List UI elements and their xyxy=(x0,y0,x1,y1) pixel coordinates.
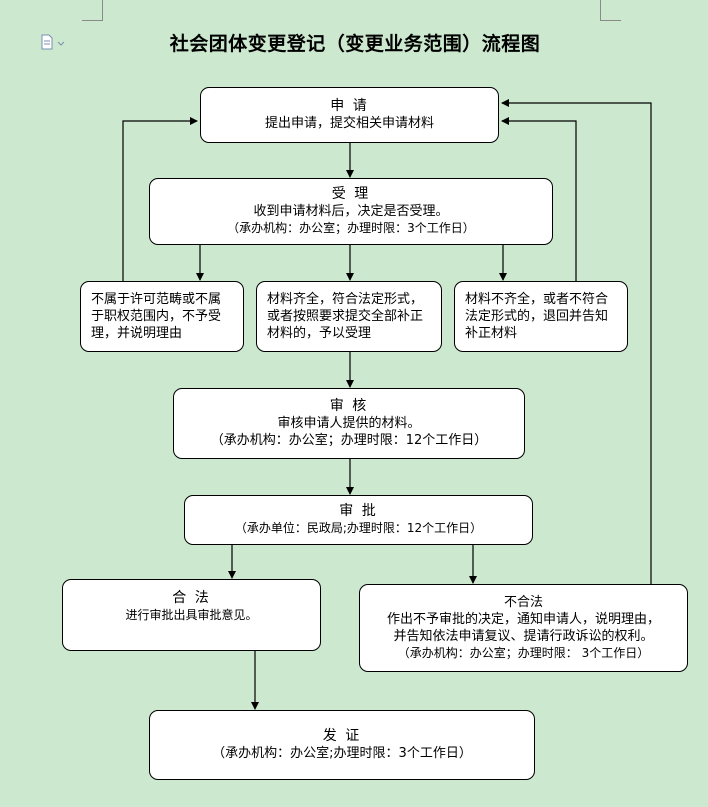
step-accept: 受 理 收到申请材料后，决定是否受理。 （承办机构：办公室；办理时限：3个工作日… xyxy=(149,178,553,245)
step-approve: 审 批 （承办单位：民政局;办理时限：12个工作日） xyxy=(184,495,533,545)
step-illegal: 不合法 作出不予审批的决定，通知申请人，说明理由， 并告知依法申请复议、提请行政… xyxy=(359,584,688,672)
page-corner-mark-left xyxy=(82,0,103,21)
step-legal-heading: 合 法 xyxy=(172,590,211,606)
step-review-heading: 审 核 xyxy=(329,398,369,414)
step-illegal-desc-1: 作出不予审批的决定，通知申请人，说明理由， xyxy=(386,612,660,627)
page-corner-mark-right xyxy=(600,0,621,21)
step-issue-heading: 发 证 xyxy=(322,728,362,744)
step-legal-desc: 进行审批出具审批意见。 xyxy=(125,608,258,622)
step-review: 审 核 审核申请人提供的材料。 （承办机构：办公室；办理时限：12个工作日） xyxy=(173,388,525,459)
arrow-incomplete-apply xyxy=(501,117,577,281)
step-review-desc: 审核申请人提供的材料。 xyxy=(277,416,421,431)
step-legal: 合 法 进行审批出具审批意见。 xyxy=(62,579,321,651)
step-illegal-note: （承办机构：办公室；办理时限： 3个工作日） xyxy=(397,646,650,660)
step-apply-desc: 提出申请，提交相关申请材料 xyxy=(264,116,434,131)
step-apply-heading: 申 请 xyxy=(330,98,369,114)
step-accept-note: （承办机构：办公室；办理时限：3个工作日） xyxy=(227,221,475,235)
branch-complete-text: 材料齐全，符合法定形式，或者按照要求提交全部补正材料的，予以受理 xyxy=(267,292,424,341)
arrow-illegal-apply xyxy=(501,99,652,584)
step-approve-note: （承办单位：民政局;办理时限：12个工作日） xyxy=(234,521,483,535)
step-issue-note: （承办机构：办公室;办理时限：3个工作日） xyxy=(212,746,472,761)
step-illegal-desc-2: 并告知依法申请复议、提请行政诉讼的权利。 xyxy=(393,629,654,644)
step-review-note: （承办机构：办公室；办理时限：12个工作日） xyxy=(210,433,488,448)
document-icon[interactable] xyxy=(40,34,66,50)
step-issue: 发 证 （承办机构：办公室;办理时限：3个工作日） xyxy=(149,710,535,780)
branch-complete: 材料齐全，符合法定形式，或者按照要求提交全部补正材料的，予以受理 xyxy=(256,281,442,352)
arrow-reject-apply xyxy=(122,117,198,281)
step-accept-heading: 受 理 xyxy=(331,186,371,202)
step-accept-desc: 收到申请材料后，决定是否受理。 xyxy=(253,204,449,219)
step-approve-heading: 审 批 xyxy=(339,503,378,519)
step-apply: 申 请 提出申请，提交相关申请材料 xyxy=(200,87,499,143)
branch-incomplete-text: 材料不齐全，或者不符合法定形式的，退回并告知补正材料 xyxy=(465,292,609,341)
branch-reject: 不属于许可范畴或不属于职权范围内，不予受理，并说明理由 xyxy=(80,281,244,352)
branch-incomplete: 材料不齐全，或者不符合法定形式的，退回并告知补正材料 xyxy=(454,281,628,352)
branch-reject-text: 不属于许可范畴或不属于职权范围内，不予受理，并说明理由 xyxy=(91,292,222,341)
page-title: 社会团体变更登记（变更业务范围）流程图 xyxy=(169,33,541,55)
step-illegal-heading: 不合法 xyxy=(503,595,543,610)
